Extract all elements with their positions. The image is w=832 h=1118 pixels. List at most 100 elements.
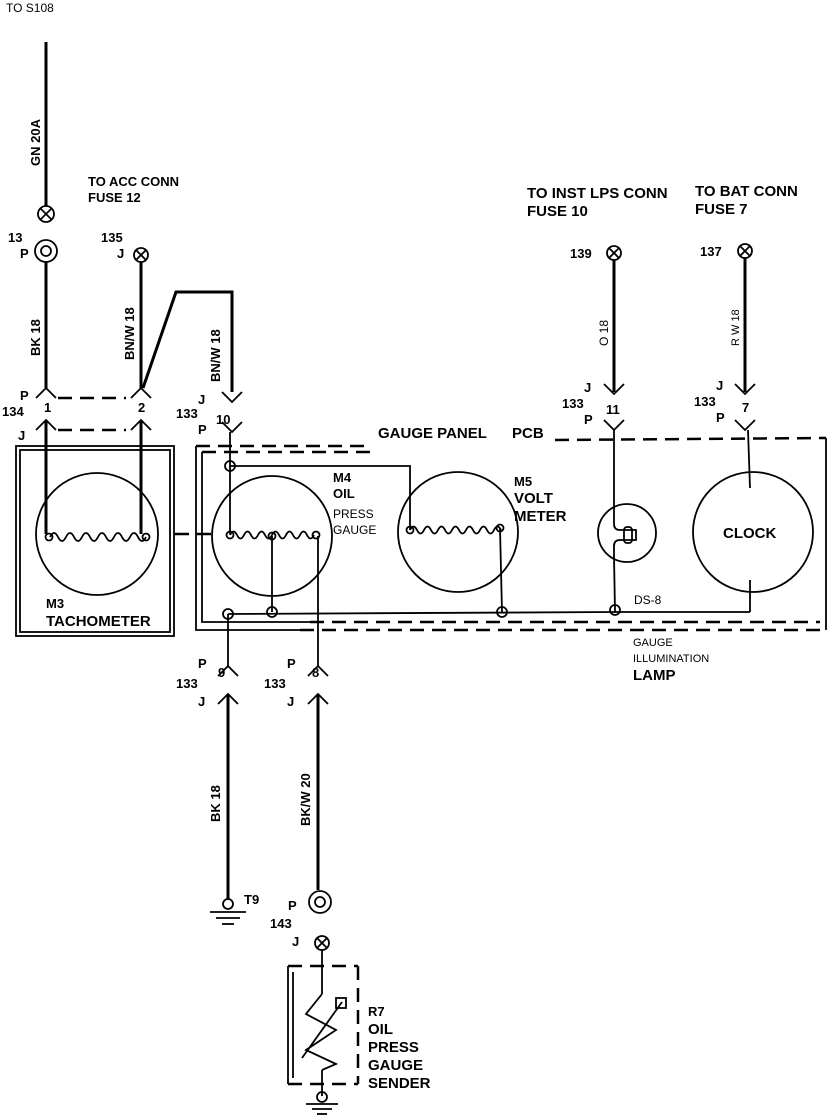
- terminal-135-type: J: [117, 246, 124, 261]
- connector-134-p: P: [20, 388, 29, 403]
- connector-133-pin-7: [614, 383, 756, 613]
- connector-133-j-e: J: [287, 694, 294, 709]
- wire-rw18: R W 18: [730, 258, 747, 392]
- lamp-line3: LAMP: [633, 667, 676, 684]
- sender-line5: SENDER: [368, 1075, 431, 1092]
- volt-meter-coil: [409, 525, 502, 535]
- ground-t9-label: T9: [244, 892, 259, 907]
- oil-press-gauge-line2: OIL: [333, 486, 355, 501]
- connector-134-j: J: [18, 428, 25, 443]
- to-s108-label: TO S108: [6, 1, 54, 15]
- lamp-line2: ILLUMINATION: [633, 653, 709, 665]
- volt-meter-line3: METER: [514, 508, 567, 525]
- connector-133-number-c: 133: [694, 394, 716, 409]
- splice-icon: [133, 247, 149, 263]
- lamp-line1: GAUGE: [633, 637, 673, 649]
- terminal-135-number: 135: [101, 230, 123, 245]
- wire-label-rw18: R W 18: [730, 309, 742, 346]
- tachometer-id: M3: [46, 596, 64, 611]
- wire-o18: O 18: [597, 260, 616, 392]
- wire-label-gn20a: GN 20A: [28, 118, 43, 166]
- lamp-ds8: DS-8: [634, 593, 662, 607]
- terminal-137-number: 137: [700, 244, 722, 259]
- connector-133-pin-10: [221, 391, 243, 434]
- sender-line4: GAUGE: [368, 1057, 423, 1074]
- clock-dial: [692, 471, 814, 593]
- pin-10: 10: [216, 412, 230, 427]
- tachometer-name: TACHOMETER: [46, 613, 151, 630]
- connector-133-pin-11: [603, 383, 625, 613]
- pin-2: 2: [138, 400, 145, 415]
- sender-line3: PRESS: [368, 1039, 419, 1056]
- wire-label-bk18-top: BK 18: [28, 319, 43, 356]
- bat-conn-label: TO BAT CONN: [695, 183, 798, 200]
- ground-icon: [210, 898, 246, 925]
- connector-134-number: 134: [2, 404, 24, 419]
- pin-7: 7: [742, 400, 749, 415]
- connector-133-number-d: 133: [176, 676, 198, 691]
- oil-press-gauge-line4: GAUGE: [333, 523, 376, 537]
- connector-133-p-a: P: [198, 422, 207, 437]
- terminal-143-p: P: [288, 898, 297, 913]
- wire-label-bkw20: BK/W 20: [298, 773, 313, 826]
- volt-meter-id: M5: [514, 474, 532, 489]
- pcb-traces: [227, 432, 616, 666]
- inst-lps-conn-label: TO INST LPS CONN: [527, 185, 668, 202]
- wire-label-bnw18-left: BN/W 18: [122, 307, 137, 360]
- splice-icon: [737, 243, 753, 259]
- volt-meter-dial: [397, 471, 519, 593]
- terminal-13-number: 13: [8, 230, 22, 245]
- terminal-13-type: P: [20, 246, 29, 261]
- terminal-143-number: 143: [270, 916, 292, 931]
- terminal-143-j: J: [292, 934, 299, 949]
- gauge-panel-title: GAUGE PANEL: [378, 425, 487, 442]
- ring-terminal-icon: [34, 239, 58, 263]
- pin-1: 1: [44, 400, 51, 415]
- connector-133-number-a: 133: [176, 406, 198, 421]
- pin-8: 8: [312, 665, 319, 680]
- connector-133-j-c: J: [716, 378, 723, 393]
- tachometer-housing: [15, 445, 175, 637]
- connector-133-p-d: P: [198, 656, 207, 671]
- volt-meter-line2: VOLT: [514, 490, 553, 507]
- acc-conn-label: TO ACC CONN: [88, 174, 179, 189]
- wire-label-bk18-bottom: BK 18: [208, 785, 223, 822]
- splice-icon: [314, 935, 330, 951]
- terminal-139-number: 139: [570, 246, 592, 261]
- wire-gn20a: GN 20A: [28, 42, 48, 206]
- wire-bkw20: BK/W 20: [298, 694, 320, 890]
- inst-fuse-label: FUSE 10: [527, 203, 588, 220]
- connector-133-number-e: 133: [264, 676, 286, 691]
- splice-icon: [37, 205, 55, 223]
- ring-terminal-icon: [308, 890, 332, 914]
- tachometer-coil: [49, 532, 147, 542]
- wire-label-bnw18-right: BN/W 18: [208, 329, 223, 382]
- bat-fuse-label: FUSE 7: [695, 201, 748, 218]
- clock-label: CLOCK: [723, 525, 776, 542]
- oil-press-gauge-line3: PRESS: [333, 507, 374, 521]
- oil-press-sender: [287, 950, 360, 1096]
- sender-line2: OIL: [368, 1021, 393, 1038]
- oil-press-gauge-dial: [211, 475, 333, 597]
- sender-id: R7: [368, 1004, 385, 1019]
- connector-133-p-c: P: [716, 410, 725, 425]
- gauge-panel-pcb-label: PCB: [512, 425, 544, 442]
- connector-133-number-b: 133: [562, 396, 584, 411]
- wire-bk18-bottom: BK 18: [208, 694, 230, 900]
- connector-133-j-b: J: [584, 380, 591, 395]
- pin-9: 9: [218, 665, 225, 680]
- illumination-lamp-icon: [597, 503, 657, 563]
- oil-press-gauge-id: M4: [333, 470, 352, 485]
- wire-label-o18: O 18: [597, 320, 611, 346]
- connector-133-j-d: J: [198, 694, 205, 709]
- connector-133-p-b: P: [584, 412, 593, 427]
- connector-133-p-e: P: [287, 656, 296, 671]
- wire-bk18-top: BK 18: [28, 262, 48, 388]
- oil-press-gauge-coil: [229, 530, 315, 540]
- tachometer-dial: [35, 472, 159, 596]
- acc-fuse-label: FUSE 12: [88, 190, 141, 205]
- splice-icon: [606, 245, 622, 261]
- connector-133-j-a: J: [198, 392, 205, 407]
- wire-bnw18-left: BN/W 18 BN/W 18: [122, 262, 234, 392]
